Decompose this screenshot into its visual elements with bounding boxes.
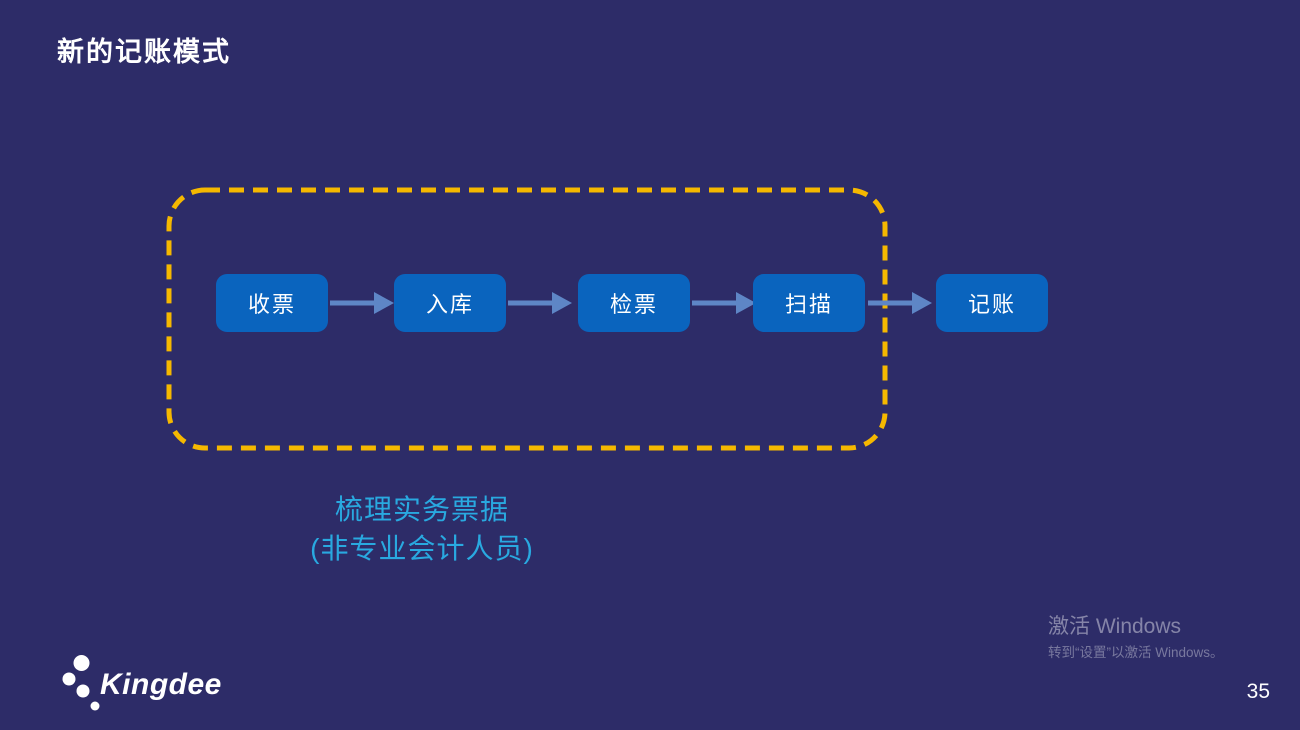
windows-activation-watermark: 激活 Windows 转到“设置”以激活 Windows。	[1048, 613, 1224, 663]
kingdee-logo: Kingdee	[58, 646, 278, 716]
flow-step-label: 入库	[425, 292, 474, 317]
page-number: 35	[1246, 680, 1270, 703]
flow-step-store: 入库	[394, 274, 506, 332]
flow-step-label: 检票	[609, 292, 658, 317]
watermark-subtitle: 转到“设置”以激活 Windows。	[1048, 645, 1224, 660]
flow-arrow-icon	[330, 292, 394, 314]
flow-step-label: 扫描	[784, 292, 833, 317]
caption-line2: (非专业会计人员)	[310, 533, 534, 564]
dashed-highlight-border-icon	[166, 187, 888, 451]
caption-line1: 梳理实务票据	[334, 494, 509, 525]
flow-step-label: 收票	[247, 292, 296, 317]
caption: 梳理实务票据 (非专业会计人员)	[287, 490, 557, 568]
flow-arrow-icon	[868, 292, 932, 314]
page-title: 新的记账模式	[57, 37, 231, 67]
flow-arrow-icon	[508, 292, 572, 314]
flow-step-collect: 收票	[216, 274, 328, 332]
flow-step-scan: 扫描	[753, 274, 865, 332]
watermark-title: 激活 Windows	[1048, 615, 1182, 638]
flow-step-label: 记账	[967, 292, 1016, 317]
flow-step-check: 检票	[578, 274, 690, 332]
flow-arrow-icon	[692, 292, 756, 314]
kingdee-dots-icon	[62, 655, 100, 711]
kingdee-wordmark: Kingdee	[100, 668, 222, 701]
flow-step-record: 记账	[936, 274, 1048, 332]
